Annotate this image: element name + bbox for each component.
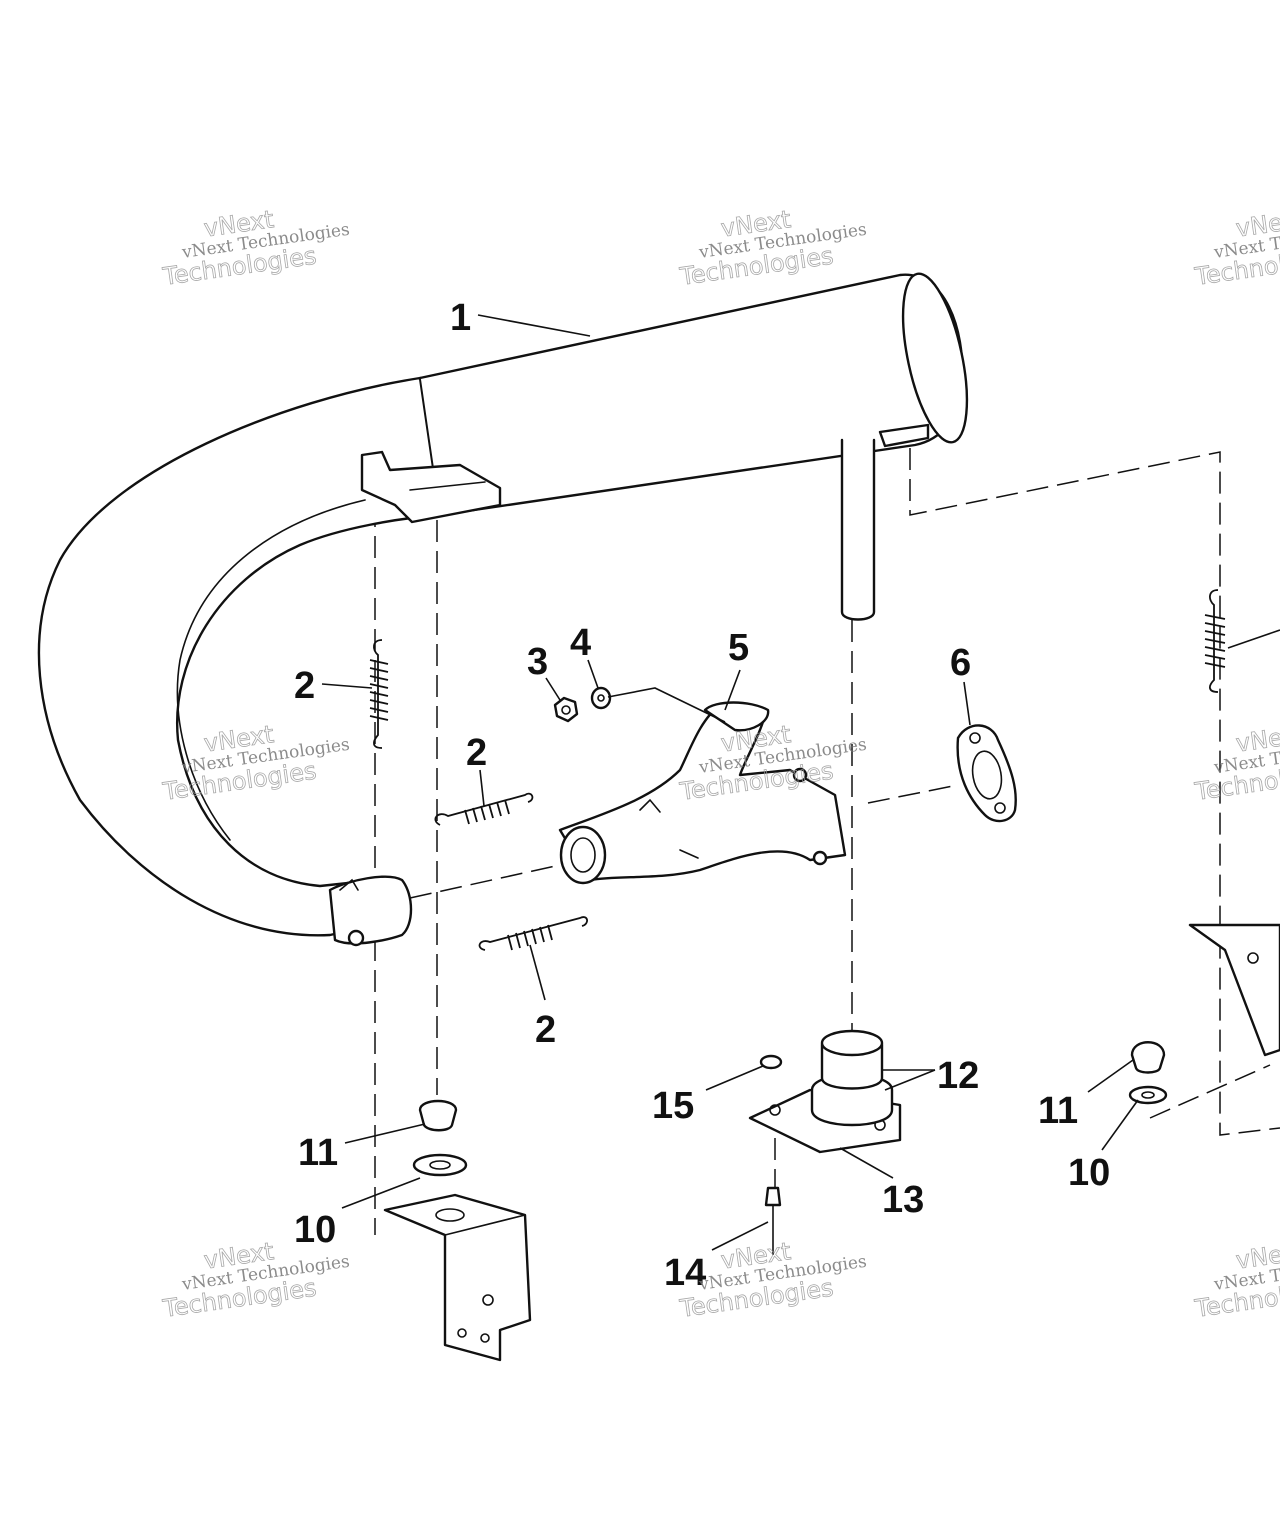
assembly-lines <box>374 448 1280 1235</box>
gasket <box>956 724 1017 823</box>
callout-labels: 1 2 2 2 3 4 5 6 11 10 15 12 13 14 11 10 <box>294 297 1110 1294</box>
springs <box>369 589 1226 951</box>
callout-10-left: 10 <box>294 1209 336 1251</box>
callout-2-upper: 2 <box>466 732 487 774</box>
watermark-mid-right: vNext vNext Technologies Technologies <box>1192 720 1280 807</box>
callout-12: 12 <box>937 1055 979 1097</box>
watermark-mid-left: vNext vNext Technologies Technologies <box>160 720 351 807</box>
watermark-top-center: vNext vNext Technologies Technologies <box>677 205 868 292</box>
callout-11-right: 11 <box>1038 1090 1078 1132</box>
watermark-top-right: vNext vNext Technologies Technologies <box>1192 205 1280 292</box>
watermark-bottom-right: vNext vNext Technologies Technologies <box>1192 1237 1280 1324</box>
left-bracket-mount <box>383 1099 532 1362</box>
leader-lines <box>321 314 1280 1251</box>
callout-11-left: 11 <box>298 1132 338 1174</box>
nut-and-washer <box>553 686 612 723</box>
callout-2-left: 2 <box>294 665 315 707</box>
watermark-bottom-center: vNext vNext Technologies Technologies <box>677 1237 868 1324</box>
callout-4: 4 <box>570 622 591 664</box>
y-pipe <box>558 701 847 885</box>
callout-1: 1 <box>450 297 471 339</box>
callout-13: 13 <box>882 1179 924 1221</box>
right-bracket-mount <box>1128 923 1280 1105</box>
callout-5: 5 <box>728 627 749 669</box>
callout-2-lower: 2 <box>535 1009 556 1051</box>
muffler <box>37 272 969 947</box>
center-mount <box>748 1029 902 1255</box>
watermark-top-left: vNext vNext Technologies Technologies <box>160 205 351 292</box>
callout-3: 3 <box>527 641 548 683</box>
callout-15: 15 <box>652 1085 694 1127</box>
callout-10-right: 10 <box>1068 1152 1110 1194</box>
callout-6: 6 <box>950 642 971 684</box>
callout-14: 14 <box>664 1252 706 1294</box>
